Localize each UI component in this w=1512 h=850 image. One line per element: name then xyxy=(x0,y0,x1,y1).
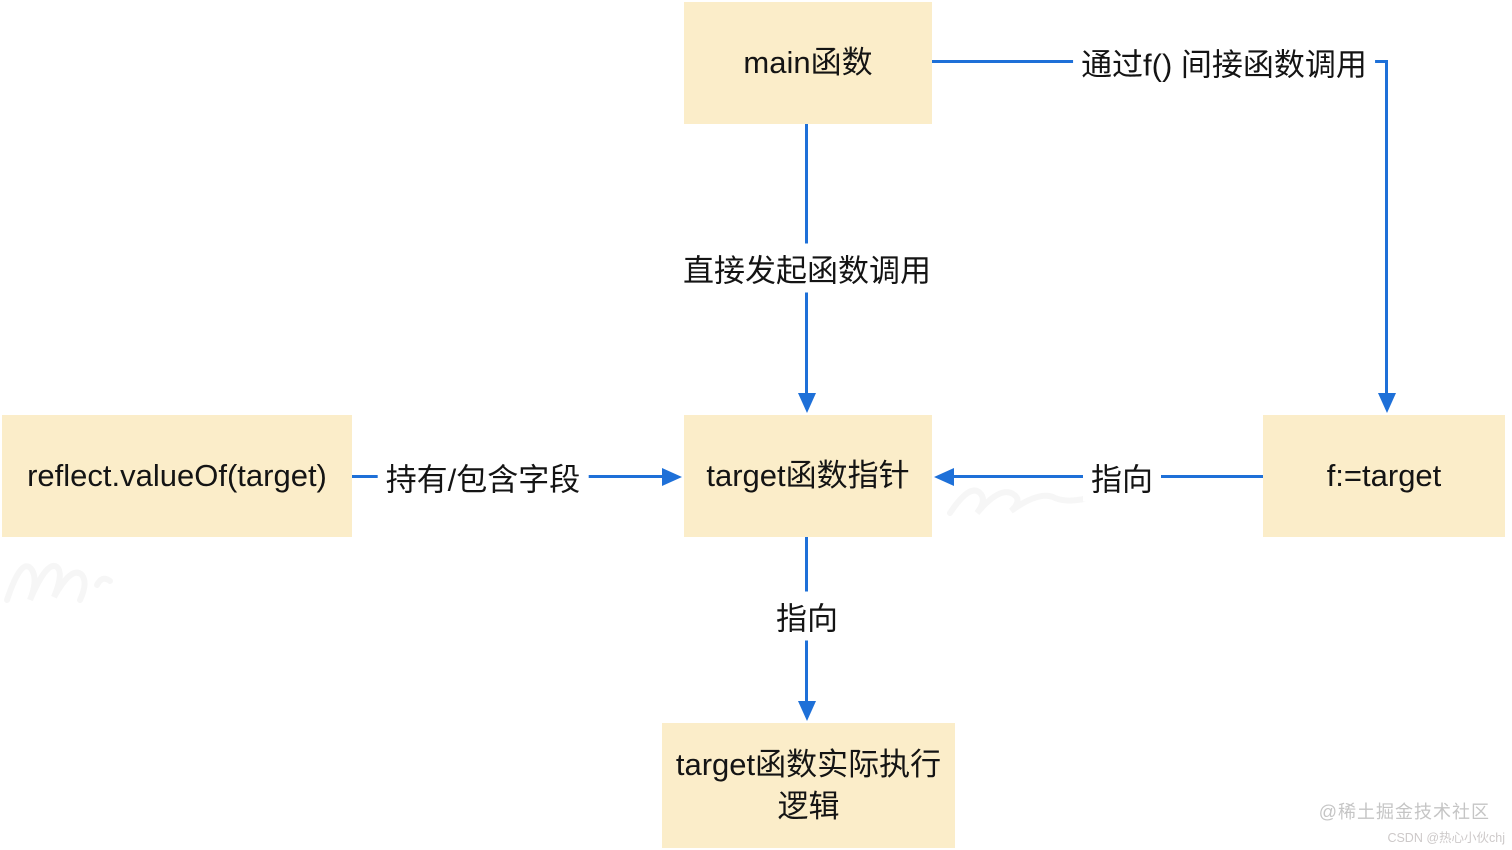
edge-label-points-to-right: 指向 xyxy=(1083,452,1161,502)
edge-label-points-to-bottom: 指向 xyxy=(768,591,846,641)
edge-label-indirect-call: 通过f() 间接函数调用 xyxy=(1073,37,1375,87)
node-target-pointer: target函数指针 xyxy=(684,415,932,537)
arrowhead-right-icon xyxy=(662,468,682,486)
node-target-impl-logic-label: target函数实际执行逻辑 xyxy=(675,746,942,824)
node-target-impl-logic: target函数实际执行逻辑 xyxy=(662,723,955,848)
edge-main-ftarget-vline xyxy=(1385,60,1388,395)
node-f-assign-target: f:=target xyxy=(1263,415,1505,537)
node-main-function: main函数 xyxy=(684,2,932,124)
arrowhead-down-icon xyxy=(798,701,816,721)
node-reflect-valueof-label: reflect.valueOf(target) xyxy=(27,458,327,494)
arrowhead-down-icon xyxy=(1378,393,1396,413)
edge-label-holds-field: 持有/包含字段 xyxy=(377,452,589,502)
node-main-function-label: main函数 xyxy=(743,45,873,81)
edge-label-direct-call: 直接发起函数调用 xyxy=(675,243,939,293)
watermark-csdn: CSDN @热心小伙chj xyxy=(1387,831,1505,845)
arrowhead-down-icon xyxy=(798,393,816,413)
arrowhead-left-icon xyxy=(934,468,954,486)
node-target-pointer-label: target函数指针 xyxy=(706,458,910,494)
watermark: @稀土掘金技术社区 CSDN @热心小伙chj xyxy=(1319,798,1505,846)
faint-scribble-watermark-icon xyxy=(947,487,1098,516)
faint-scribble-watermark-icon xyxy=(4,563,113,603)
node-f-assign-target-label: f:=target xyxy=(1326,458,1442,494)
node-reflect-valueof: reflect.valueOf(target) xyxy=(2,415,352,537)
watermark-juejin: @稀土掘金技术社区 xyxy=(1318,802,1490,822)
